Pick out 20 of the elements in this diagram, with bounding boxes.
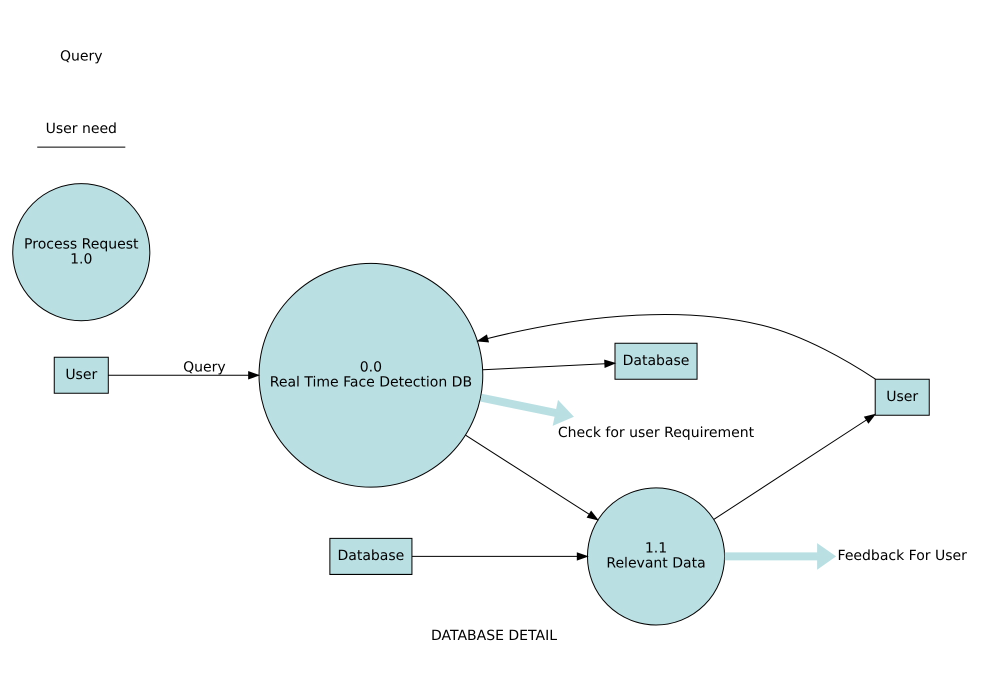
node-circle: 0.0 Real Time Face Detection DB (258, 262, 484, 488)
caption: DATABASE DETAIL (430, 628, 558, 644)
node-circle: Process Request 1.0 (12, 183, 150, 322)
arrow (108, 371, 260, 380)
edge-label: Query (183, 359, 226, 376)
arrow (482, 360, 616, 370)
label: Query (60, 48, 103, 65)
arrow (412, 552, 589, 561)
node-text: Feedback For User (838, 548, 967, 564)
node-box: Database (614, 342, 698, 380)
arrow (476, 314, 876, 380)
node-text: Check for user Requirement (558, 425, 754, 442)
arrow (465, 434, 599, 521)
node-box: User (54, 356, 109, 394)
arrow (724, 543, 836, 570)
node-box: User (874, 378, 930, 416)
node-box: Database (329, 538, 412, 575)
node-text: User need (46, 120, 117, 137)
arrow (713, 414, 876, 520)
arrow (480, 394, 574, 426)
